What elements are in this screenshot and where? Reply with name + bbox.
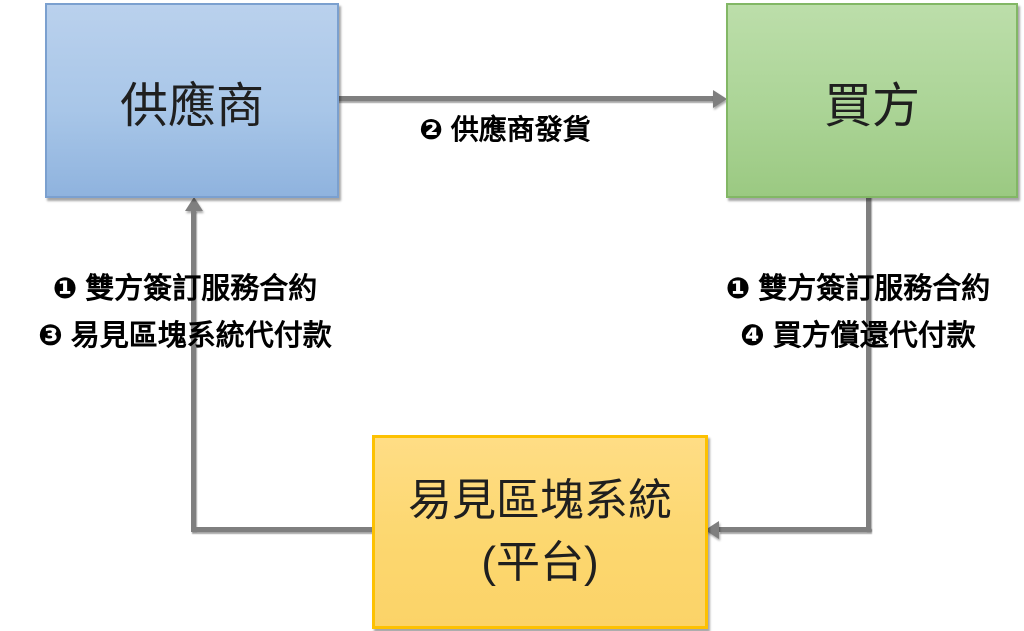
ship-arrow-head-icon — [713, 90, 727, 108]
left-arrow-head-icon — [185, 197, 203, 211]
right-arrow-labels: ❶ 雙方簽訂服務合約 ❹ 買方償還代付款 — [692, 266, 1024, 360]
ship-arrow-label: ❷ 供應商發貨 — [419, 114, 591, 145]
right-arrow-horizontal-shaft — [719, 527, 871, 532]
right-arrow-label-2: ❹ 買方償還代付款 — [740, 320, 976, 352]
platform-label-line1: 易見區塊系統 — [408, 476, 672, 525]
supplier-node: 供應商 — [45, 3, 339, 198]
buyer-node: 買方 — [726, 3, 1018, 198]
right-arrow-vertical-shaft — [866, 195, 871, 530]
left-arrow-label-1: ❶ 雙方簽訂服務合約 — [52, 273, 318, 305]
left-arrow-labels: ❶ 雙方簽訂服務合約 ❸ 易見區塊系統代付款 — [13, 266, 357, 360]
right-arrow-label-1: ❶ 雙方簽訂服務合約 — [725, 273, 991, 305]
ship-arrow-shaft — [337, 96, 714, 101]
platform-label-line2: (平台) — [481, 538, 599, 587]
right-arrow-head-icon — [705, 521, 719, 539]
left-arrow-horizontal-shaft — [191, 527, 373, 532]
platform-node: 易見區塊系統 (平台) — [372, 435, 708, 629]
left-arrow-label-2: ❸ 易見區塊系統代付款 — [38, 320, 332, 352]
left-arrow-vertical-shaft — [191, 210, 196, 530]
supplier-label: 供應商 — [119, 79, 264, 133]
buyer-label: 買方 — [823, 79, 920, 133]
